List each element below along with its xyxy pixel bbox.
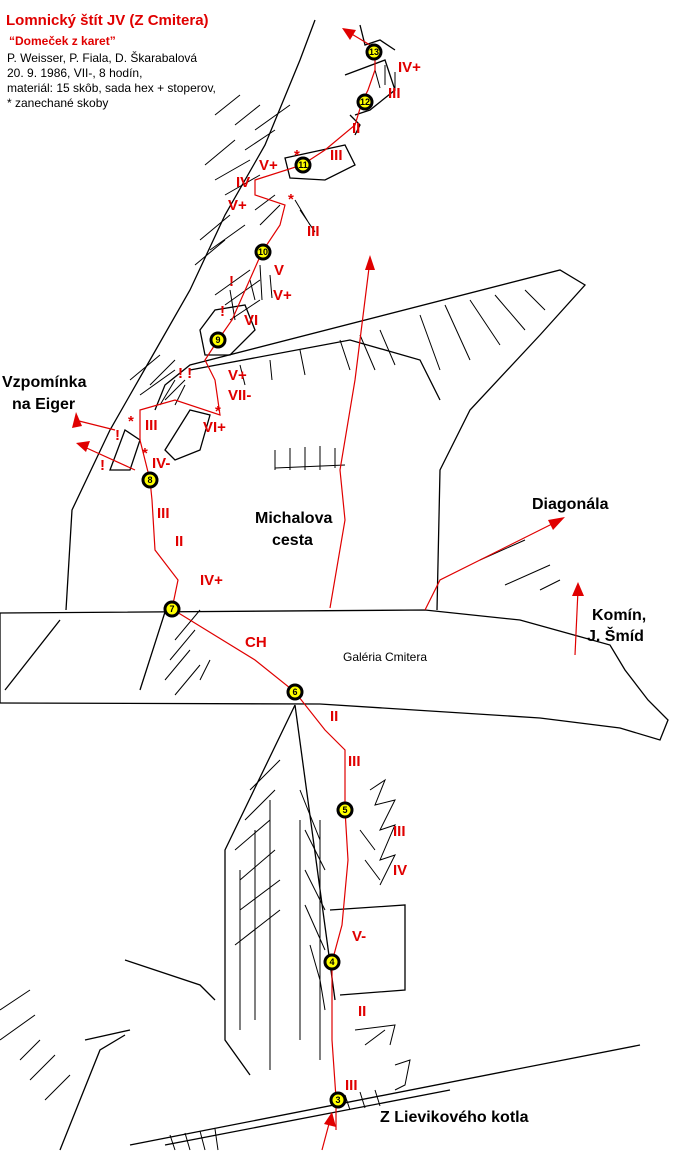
grade-ii-4: II <box>358 1003 366 1020</box>
grade-v-minus: V- <box>352 928 366 945</box>
belay-7: 7 <box>163 600 181 618</box>
route-line <box>74 29 579 1151</box>
belay-3: 3 <box>329 1091 347 1109</box>
grade-v-plus-10: V+ <box>273 287 292 304</box>
svg-text:6: 6 <box>292 687 297 697</box>
grade-ii-7: II <box>175 533 183 550</box>
label-michalova-2: cesta <box>272 532 313 549</box>
svg-text:4: 4 <box>329 957 334 967</box>
belay-4: 4 <box>323 953 341 971</box>
grade-v-plus-9: V+ <box>228 367 247 384</box>
label-komin-2: J. Šmíd <box>587 626 644 645</box>
grade-iii-12: III <box>388 85 401 102</box>
piton-star-3: * <box>215 403 221 420</box>
route-arrowheads <box>72 28 584 1127</box>
belay-10: 10 <box>254 243 272 261</box>
legend-line: * zanechané skoby <box>7 96 109 110</box>
grade-v-plus-11: V+ <box>259 157 278 174</box>
route-name: “Domeček z karet” <box>9 34 116 48</box>
label-galeria: Galéria Cmitera <box>343 650 427 664</box>
belay-8: 8 <box>141 471 159 489</box>
grade-iii-5: III <box>393 823 406 840</box>
label-vzpominka-1: Vzpomínka <box>2 374 87 391</box>
belay-12: 12 <box>356 93 374 111</box>
svg-text:5: 5 <box>342 805 347 815</box>
label-michalova-1: Michalova <box>255 510 332 527</box>
rock-hatching <box>0 65 561 1151</box>
piton-star-2: * <box>288 191 294 208</box>
grade-ii-12: II <box>352 120 360 137</box>
grade-iii-right: III <box>307 223 320 240</box>
grade-iv-5: IV <box>393 862 407 879</box>
grade-labels: IV+ III II III V+ IV V+ III V V+ VI V+ V… <box>145 59 421 1094</box>
label-diagonala: Diagonála <box>532 496 609 513</box>
svg-text:13: 13 <box>369 47 379 57</box>
belay-points: 13 12 11 10 9 8 7 6 5 4 3 <box>141 43 383 1109</box>
piton-star-1: * <box>294 147 300 164</box>
grade-ii-6: II <box>330 708 338 725</box>
grade-iv-plus-7: IV+ <box>200 572 223 589</box>
date-line: 20. 9. 1986, VII-, 8 hodín, <box>7 66 143 80</box>
piton-star-5: * <box>142 445 148 462</box>
excl-mark-4: ! <box>100 457 105 474</box>
excl-mark-2: ! <box>220 303 225 320</box>
svg-text:3: 3 <box>335 1095 340 1105</box>
label-komin-1: Komín, <box>592 607 646 624</box>
excl-mark-1: ! <box>229 273 234 290</box>
label-vzpominka-2: na Eiger <box>12 396 75 413</box>
svg-text:7: 7 <box>169 604 174 614</box>
grade-vi: VI <box>244 312 258 329</box>
double-excl-mark: ! ! <box>178 365 192 382</box>
grade-iii-8: III <box>145 417 158 434</box>
belay-13: 13 <box>365 43 383 61</box>
grade-iv-minus: IV- <box>152 455 170 472</box>
svg-text:12: 12 <box>360 97 370 107</box>
grade-vi-plus: VI+ <box>203 419 226 436</box>
route-labels: Vzpomínka na Eiger Michalova cesta Diago… <box>2 374 646 1126</box>
grade-iii-6: III <box>348 753 361 770</box>
excl-mark-3: ! <box>115 427 120 444</box>
grade-v-10: V <box>274 262 284 279</box>
svg-text:9: 9 <box>215 335 220 345</box>
svg-text:10: 10 <box>258 247 268 257</box>
label-lievikovy: Z Lievikového kotla <box>380 1109 529 1126</box>
topo-title: Lomnický štít JV (Z Cmitera) <box>6 12 209 29</box>
belay-6: 6 <box>286 683 304 701</box>
belay-5: 5 <box>336 801 354 819</box>
grade-iii-11: III <box>330 147 343 164</box>
grade-iii-3: III <box>345 1077 358 1094</box>
piton-star-4: * <box>128 413 134 430</box>
svg-text:8: 8 <box>147 475 152 485</box>
material-line: materiál: 15 skôb, sada hex + stoperov, <box>7 81 216 95</box>
first-ascent-line: P. Weisser, P. Fiala, D. Škarabalová <box>7 51 198 65</box>
belay-11: 11 <box>294 156 312 174</box>
belay-9: 9 <box>209 331 227 349</box>
grade-iii-7: III <box>157 505 170 522</box>
grade-vii-minus: VII- <box>228 387 251 404</box>
warning-marks: ! ! ! ! ! ! * * * * * <box>100 147 300 474</box>
svg-text:11: 11 <box>298 160 308 170</box>
grade-iv: IV <box>236 174 250 191</box>
grade-iv-plus-13: IV+ <box>398 59 421 76</box>
grade-ch: CH <box>245 634 267 651</box>
grade-v-plus: V+ <box>228 197 247 214</box>
